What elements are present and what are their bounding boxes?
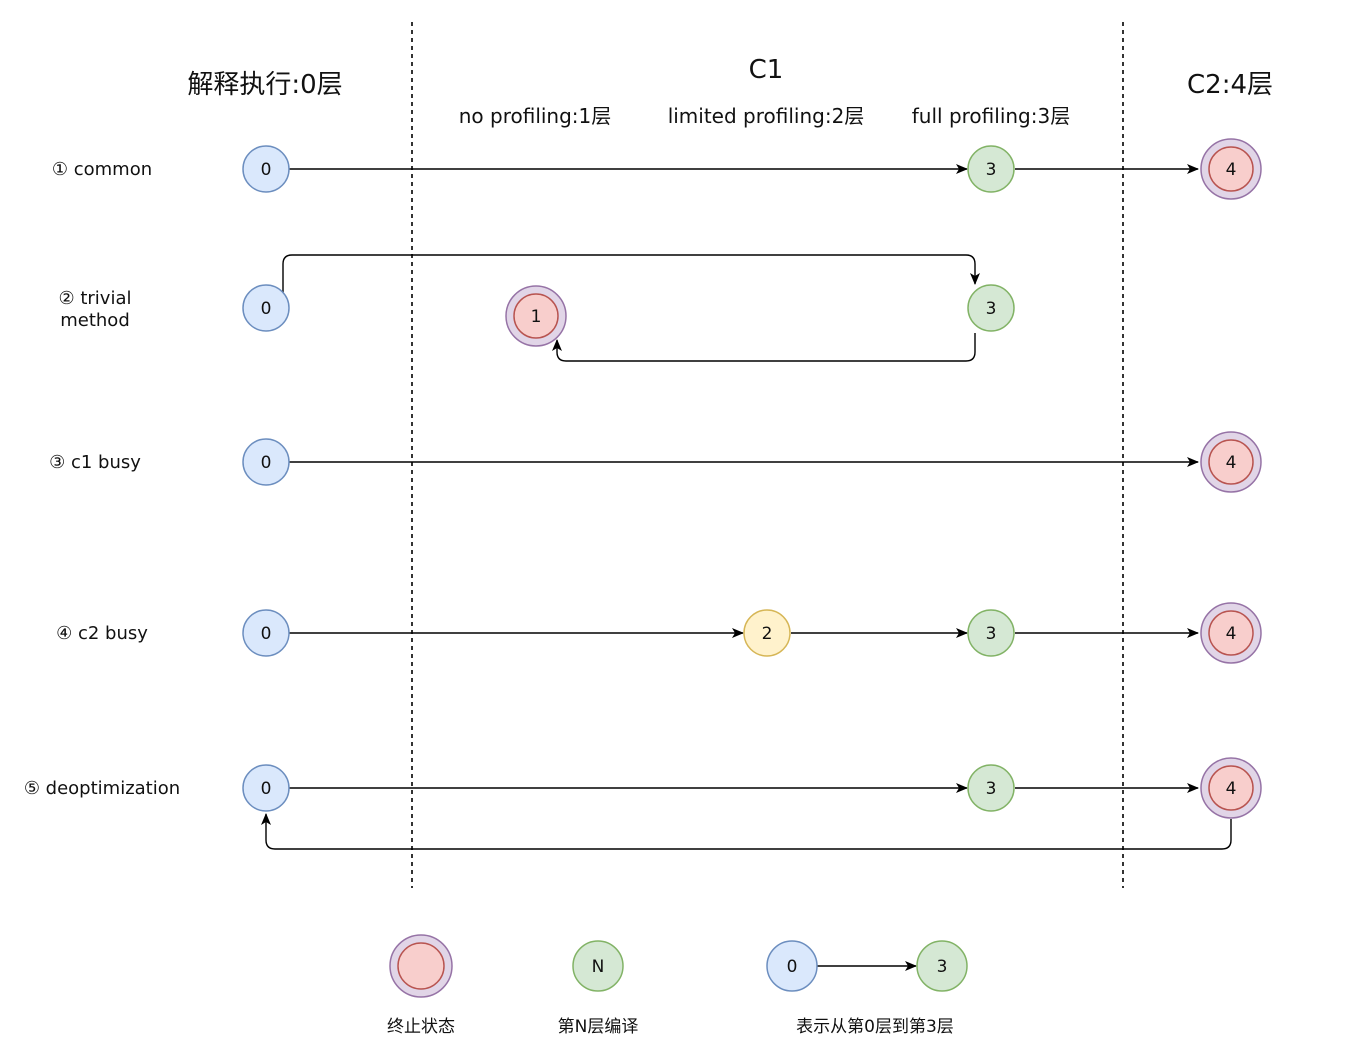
edge-r2-3-to-1 [552, 333, 976, 362]
row-label-c2-busy: ④ c2 busy [56, 623, 148, 644]
node-r5-tier0: 0 [242, 764, 290, 812]
svg-text:4: 4 [1226, 624, 1237, 644]
node-r4-tier2: 2 [743, 609, 791, 657]
header-c1-limited-profiling: limited profiling:2层 [668, 104, 865, 128]
svg-text:3: 3 [986, 299, 997, 319]
header-c1-no-profiling: no profiling:1层 [459, 104, 612, 128]
svg-text:2: 2 [762, 624, 773, 644]
header-interpreter: 解释执行:0层 [187, 70, 342, 100]
node-r3-tier4-terminal: 4 [1200, 431, 1262, 493]
svg-text:0: 0 [261, 453, 272, 473]
svg-text:0: 0 [261, 624, 272, 644]
node-r1-tier3: 3 [967, 145, 1015, 193]
svg-text:N: N [592, 957, 605, 977]
svg-text:3: 3 [986, 160, 997, 180]
svg-text:3: 3 [986, 779, 997, 799]
edge-r2-0-to-3 [282, 254, 980, 293]
legend-terminal-label: 终止状态 [387, 1017, 455, 1037]
header-c2: C2:4层 [1187, 70, 1273, 100]
row-label-deoptimization: ⑤ deoptimization [24, 778, 180, 799]
node-r2-tier0: 0 [242, 284, 290, 332]
node-r1-tier4-terminal: 4 [1200, 138, 1262, 200]
edge-r5-4-to-0 [261, 813, 1232, 850]
node-r1-tier0: 0 [242, 145, 290, 193]
legend-level-node: N [572, 940, 624, 992]
legend-terminal-state [389, 934, 453, 998]
node-r4-tier3: 3 [967, 609, 1015, 657]
row-label-common: ① common [52, 159, 152, 180]
svg-text:0: 0 [261, 779, 272, 799]
legend-arrow-to-node: 3 [916, 940, 968, 992]
node-r2-tier1-terminal: 1 [505, 285, 567, 347]
svg-text:4: 4 [1226, 453, 1237, 473]
node-r5-tier4-terminal: 4 [1200, 757, 1262, 819]
legend-arrow-from-node: 0 [766, 940, 818, 992]
svg-text:0: 0 [261, 160, 272, 180]
header-c1: C1 [749, 55, 784, 85]
row-label-trivial-method-line2: method [60, 310, 130, 331]
svg-text:1: 1 [531, 307, 542, 327]
node-r2-tier3: 3 [967, 284, 1015, 332]
svg-text:0: 0 [261, 299, 272, 319]
node-r4-tier4-terminal: 4 [1200, 602, 1262, 664]
legend-level-label: 第N层编译 [558, 1017, 639, 1037]
svg-text:3: 3 [986, 624, 997, 644]
node-r5-tier3: 3 [967, 764, 1015, 812]
svg-text:3: 3 [937, 957, 948, 977]
legend-arrow-label: 表示从第0层到第3层 [796, 1017, 954, 1037]
svg-text:4: 4 [1226, 160, 1237, 180]
row-label-c1-busy: ③ c1 busy [49, 452, 141, 473]
row-label-trivial-method-line1: ② trivial [58, 288, 131, 309]
svg-text:4: 4 [1226, 779, 1237, 799]
svg-text:0: 0 [787, 957, 798, 977]
node-r4-tier0: 0 [242, 609, 290, 657]
node-r3-tier0: 0 [242, 438, 290, 486]
header-c1-full-profiling: full profiling:3层 [912, 104, 1070, 128]
